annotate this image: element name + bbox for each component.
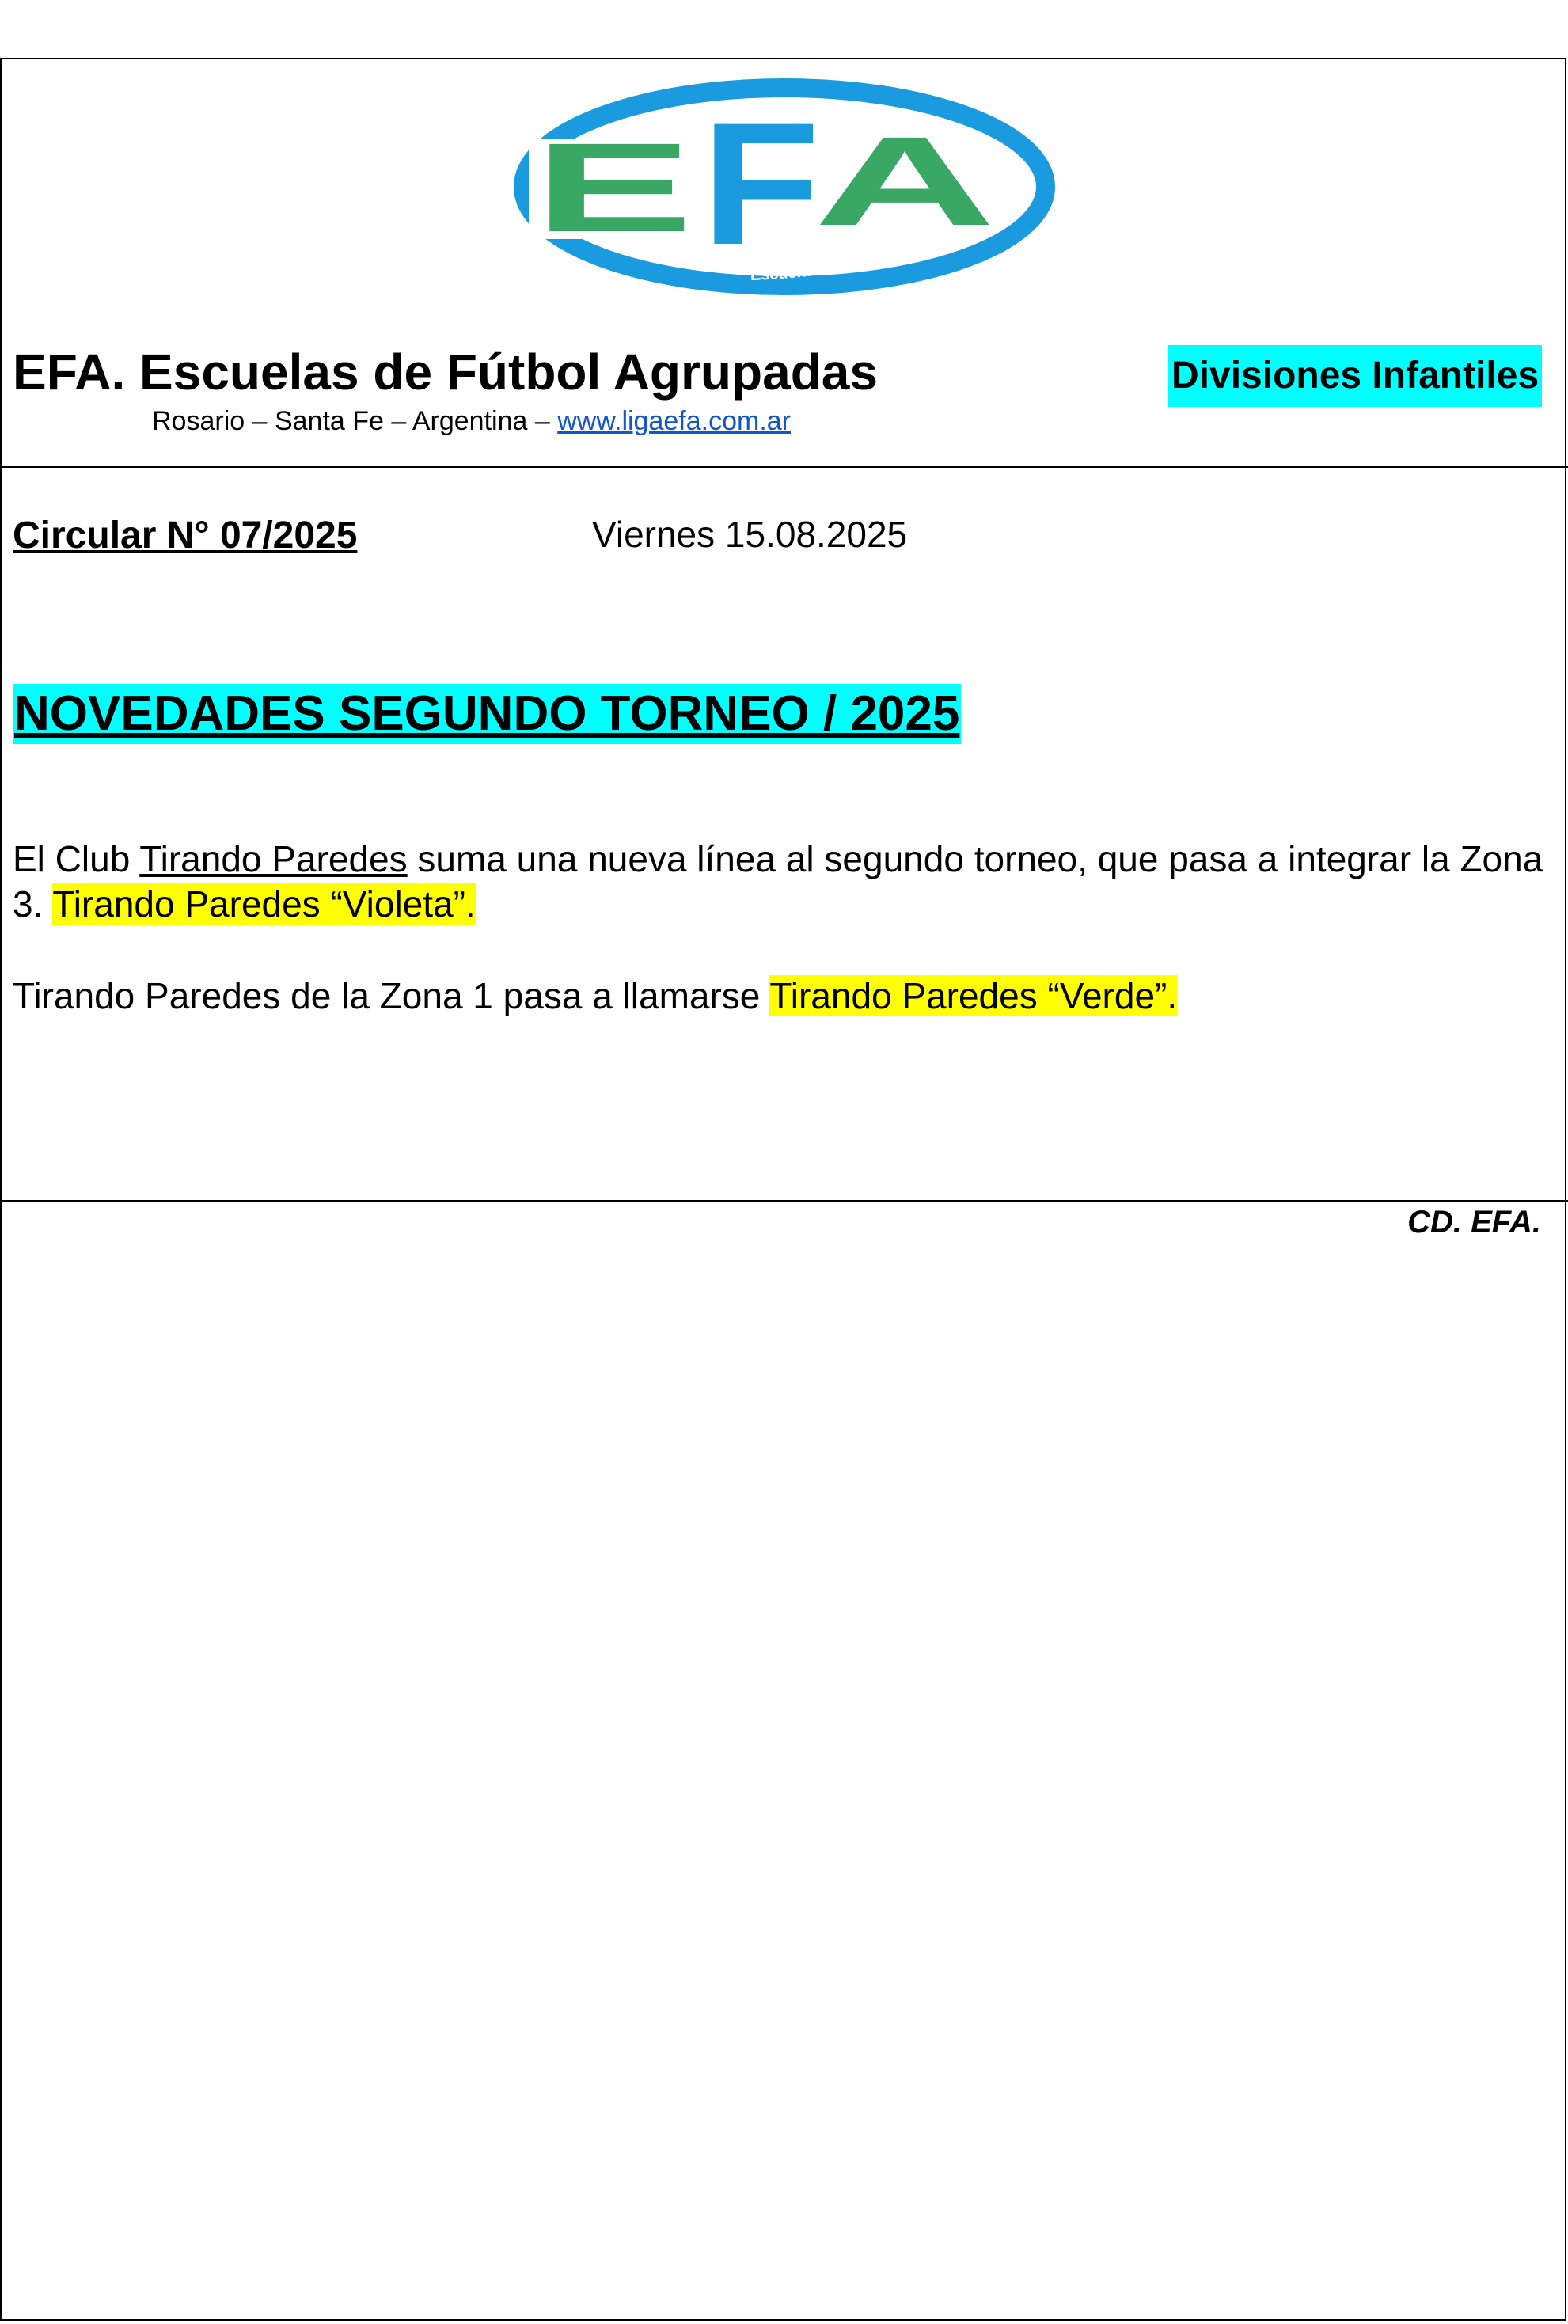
p1-middle: suma una nueva línea al segundo torneo, … (13, 838, 1543, 925)
page-frame (0, 58, 1566, 2321)
paragraph-rename: Tirando Paredes de la Zona 1 pasa a llam… (13, 974, 1556, 1019)
website-link[interactable]: www.ligaefa.com.ar (557, 406, 791, 436)
signature: CD. EFA. (1407, 1205, 1541, 1240)
footer-divider (0, 1200, 1568, 1202)
p1-prefix: El Club (13, 838, 140, 879)
efa-logo: E F A Escuela de fútbol agrupadas (514, 78, 1055, 295)
logo-letter-e: E (533, 116, 693, 258)
club-name: Tirando Paredes (139, 838, 408, 879)
org-location: Rosario – Santa Fe – Argentina – (152, 406, 550, 436)
team-violeta: Tirando Paredes “Violeta”. (52, 883, 476, 925)
team-verde: Tirando Paredes “Verde”. (769, 975, 1178, 1016)
circular-number: Circular N° 07/2025 (13, 515, 358, 556)
division-badge: Divisiones Infantiles (1168, 345, 1543, 407)
p2-prefix: Tirando Paredes de la Zona 1 pasa a llam… (13, 975, 770, 1016)
logo-letter-f: F (701, 86, 820, 281)
org-title: EFA. Escuelas de Fútbol Agrupadas (13, 344, 878, 401)
logo-letter-a: A (814, 110, 996, 252)
paragraph-new-line: El Club Tirando Paredes suma una nueva l… (13, 837, 1556, 927)
headline: NOVEDADES SEGUNDO TORNEO / 2025 (13, 684, 962, 744)
org-subtitle: Rosario – Santa Fe – Argentina – www.lig… (152, 405, 791, 438)
header-divider (0, 466, 1568, 468)
circular-date: Viernes 15.08.2025 (592, 514, 908, 555)
